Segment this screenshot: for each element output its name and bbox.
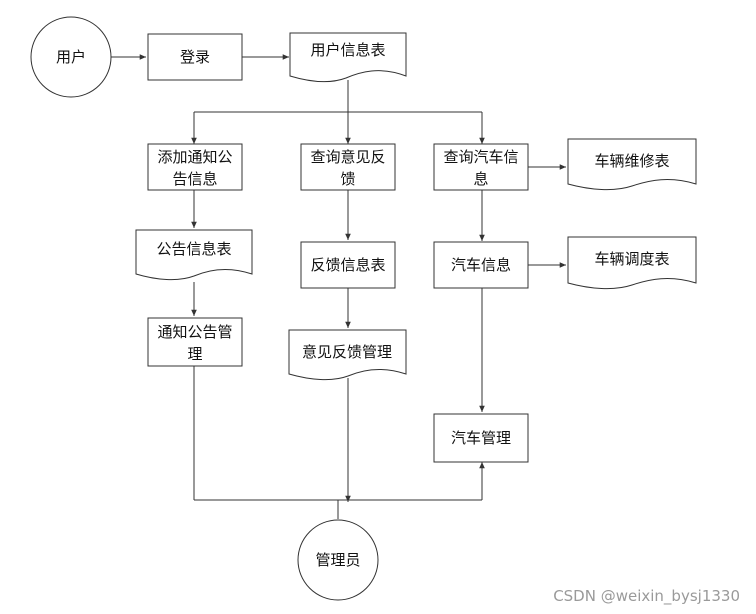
node-car-mgmt-label: 汽车管理: [451, 429, 511, 447]
node-user-table: 用户信息表: [289, 32, 407, 83]
node-query-car-line2: 息: [473, 170, 488, 188]
node-dispatch-table: 车辆调度表: [567, 236, 697, 290]
node-user: 用户: [30, 16, 112, 98]
node-feedback-mgmt: 意见反馈管理: [288, 329, 407, 381]
node-repair-table-label: 车辆维修表: [594, 152, 669, 170]
node-notice-mgmt: 通知公告管 理: [147, 317, 243, 367]
node-feedback-table-label: 反馈信息表: [310, 256, 385, 274]
node-feedback-mgmt-label: 意见反馈管理: [302, 343, 392, 361]
node-login-label: 登录: [180, 48, 210, 66]
node-add-notice-line2: 告信息: [172, 170, 217, 188]
node-add-notice: 添加通知公 告信息: [147, 143, 243, 191]
node-notice-table: 公告信息表: [135, 229, 253, 281]
node-notice-mgmt-line2: 理: [187, 345, 202, 363]
node-admin: 管理员: [297, 519, 379, 601]
node-feedback-table: 反馈信息表: [300, 241, 396, 289]
node-query-car-line1: 查询汽车信: [443, 148, 518, 166]
watermark-text: CSDN @weixin_bysj1330: [553, 587, 740, 606]
node-query-feedback: 查询意见反 馈: [300, 143, 396, 191]
node-user-table-label: 用户信息表: [310, 41, 385, 59]
node-car-info-label: 汽车信息: [451, 256, 511, 274]
node-add-notice-line1: 添加通知公: [157, 148, 232, 166]
node-notice-mgmt-line1: 通知公告管: [157, 323, 232, 341]
node-car-mgmt: 汽车管理: [433, 413, 529, 463]
node-car-info: 汽车信息: [433, 241, 529, 289]
connectors: [111, 54, 566, 519]
node-query-feedback-line1: 查询意见反: [310, 148, 385, 166]
node-user-label: 用户: [56, 48, 86, 66]
node-admin-label: 管理员: [315, 551, 360, 569]
node-repair-table: 车辆维修表: [567, 138, 697, 191]
node-login: 登录: [147, 33, 243, 81]
node-query-car: 查询汽车信 息: [433, 143, 529, 191]
node-dispatch-table-label: 车辆调度表: [594, 250, 669, 268]
node-notice-table-label: 公告信息表: [156, 240, 231, 258]
node-query-feedback-line2: 馈: [340, 170, 355, 188]
